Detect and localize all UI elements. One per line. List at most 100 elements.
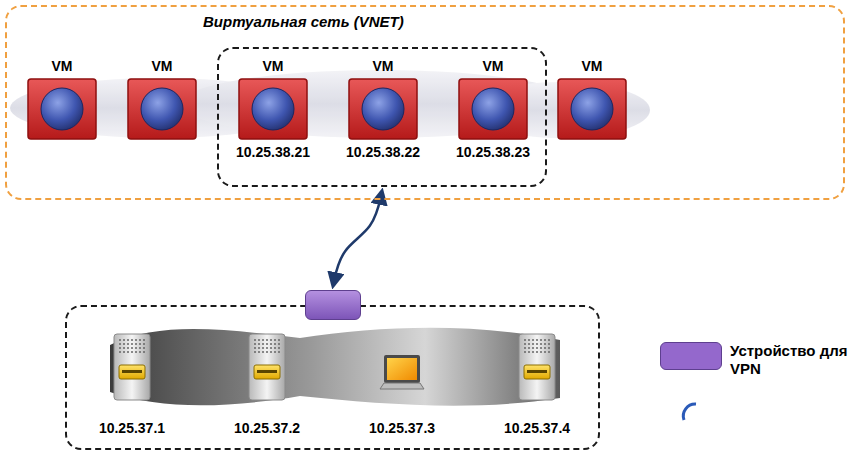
vent-hole	[262, 339, 264, 341]
vm-icon	[557, 78, 627, 140]
vent-hole	[536, 343, 538, 345]
vm-label: VM	[582, 57, 603, 75]
vent-hole	[123, 347, 125, 349]
vent-hole	[258, 347, 260, 349]
vent-hole	[262, 347, 264, 349]
server-node: 10.25.37.4	[482, 333, 592, 437]
vent-hole	[258, 343, 260, 345]
server-case	[114, 334, 150, 400]
vent-hole	[254, 351, 256, 353]
vm-square	[558, 79, 626, 139]
vent-hole	[123, 339, 125, 341]
vent-hole	[540, 339, 542, 341]
vm-disc	[472, 88, 514, 130]
ip-address: 10.25.38.23	[456, 143, 530, 161]
vent-hole	[135, 343, 137, 345]
vm-disc	[252, 88, 294, 130]
vent-hole	[274, 339, 276, 341]
server-icon	[517, 333, 557, 401]
laptop-lid	[384, 355, 420, 383]
vent-hole	[528, 339, 530, 341]
legend-text: Устройство для VPN	[730, 342, 848, 378]
group-box: 10.25.37.110.25.37.210.25.37.310.25.37.4	[65, 305, 600, 450]
vent-hole	[540, 343, 542, 345]
drive-panel	[524, 365, 550, 379]
laptop-screen	[387, 358, 417, 380]
drive-panel	[254, 365, 280, 379]
vent-hole	[119, 347, 121, 349]
vm-square	[459, 79, 527, 139]
vent-hole	[135, 347, 137, 349]
server-node: 10.25.37.2	[212, 333, 322, 437]
server-icon	[112, 333, 152, 401]
drive-panel	[119, 365, 145, 379]
drive-slot	[527, 370, 547, 373]
vent-hole	[139, 351, 141, 353]
vent-hole	[119, 343, 121, 345]
vm-box	[458, 78, 528, 140]
server-case	[519, 334, 555, 400]
virtual-machine: VM10.25.38.21	[221, 57, 325, 161]
vm-label: VM	[373, 57, 394, 75]
vm-label: VM	[483, 57, 504, 75]
vent-hole	[127, 339, 129, 341]
vent-hole	[123, 343, 125, 345]
vent-hole	[274, 351, 276, 353]
vent-hole	[143, 343, 145, 345]
vent-hole	[544, 343, 546, 345]
legend: Устройство для VPN	[660, 342, 848, 378]
vm-label: VM	[263, 57, 284, 75]
vent-hole	[262, 351, 264, 353]
vent-hole	[119, 339, 121, 341]
vm-square	[349, 79, 417, 139]
vent-hole	[266, 347, 268, 349]
legend-row: Устройство для VPN	[660, 342, 848, 378]
laptop-base	[380, 383, 424, 389]
server-node: 10.25.37.1	[77, 333, 187, 437]
vent-hole	[135, 339, 137, 341]
vent-hole	[532, 339, 534, 341]
vm-box	[238, 78, 308, 140]
vent-hole	[532, 343, 534, 345]
vent-hole	[123, 351, 125, 353]
vm-box	[27, 78, 97, 140]
drive-slot	[122, 370, 142, 373]
virtual-machine: VM10.25.38.22	[331, 57, 435, 161]
vent-hole	[266, 351, 268, 353]
vent-hole	[536, 351, 538, 353]
group-box: VM10.25.38.21VM10.25.38.22VM10.25.38.23	[217, 47, 547, 187]
vent-hole	[270, 343, 272, 345]
vnet-cloud	[10, 70, 650, 138]
network-title: Виртуальная сеть (VNET)	[203, 13, 404, 31]
vent-hole	[131, 339, 133, 341]
vent-hole	[524, 347, 526, 349]
vm-label: VM	[152, 57, 173, 75]
vent-hole	[266, 339, 268, 341]
vent-hole	[548, 343, 550, 345]
vent-hole	[528, 351, 530, 353]
virtual-machine: VM	[547, 57, 637, 143]
vm-square	[128, 79, 196, 139]
vent-hole	[278, 347, 280, 349]
vent-hole	[135, 351, 137, 353]
vent-hole	[532, 347, 534, 349]
vent-hole	[524, 351, 526, 353]
vent-hole	[127, 343, 129, 345]
vent-hole	[532, 351, 534, 353]
vent-hole	[258, 339, 260, 341]
vent-hole	[544, 351, 546, 353]
vent-hole	[143, 347, 145, 349]
vent-hole	[143, 351, 145, 353]
vent-hole	[548, 347, 550, 349]
vent-hole	[540, 351, 542, 353]
lan-cloud	[110, 328, 560, 406]
vent-hole	[540, 347, 542, 349]
legend-swatch	[660, 342, 722, 370]
vent-hole	[131, 347, 133, 349]
vent-hole	[262, 343, 264, 345]
virtual-machine: VM	[117, 57, 207, 143]
vent-hole	[143, 339, 145, 341]
vm-disc	[141, 88, 183, 130]
vm-icon	[127, 78, 197, 140]
